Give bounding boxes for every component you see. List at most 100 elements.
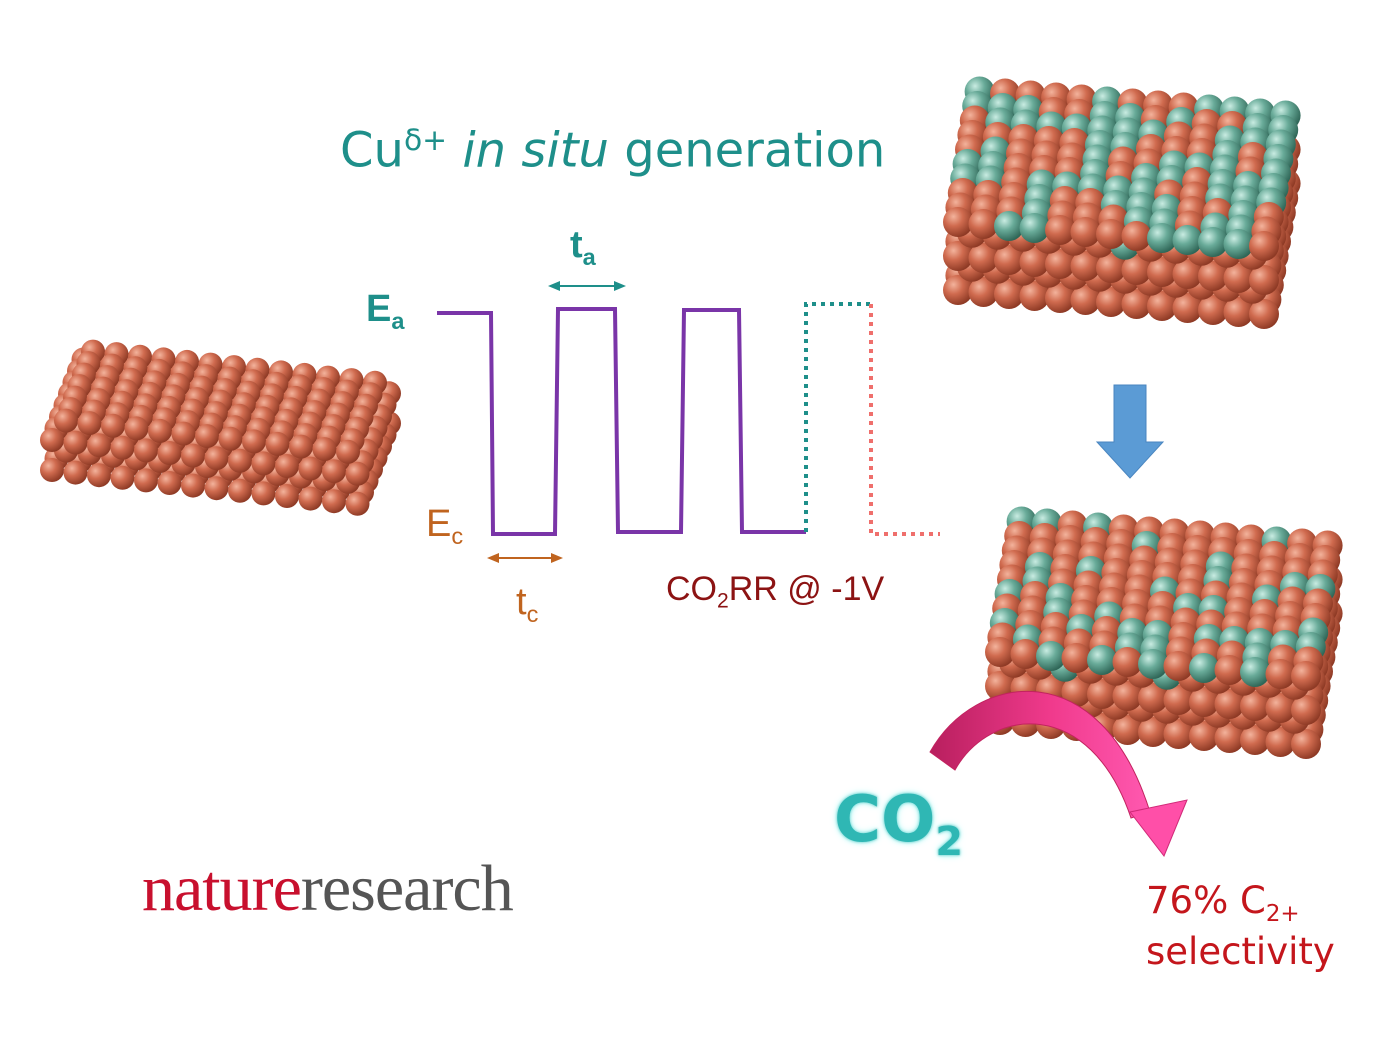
- copper-atom: [1070, 251, 1101, 281]
- copper-atom: [1265, 727, 1296, 757]
- copper-atom: [943, 275, 973, 305]
- copper-atom: [1138, 683, 1168, 713]
- reactant-sub: 2: [935, 818, 963, 865]
- anodic-time-label: ta: [570, 226, 596, 270]
- cathodic-time-arrow: [487, 553, 563, 563]
- anodic-time-arrow: [548, 281, 626, 291]
- title-rest: generation: [624, 122, 886, 179]
- copper-atom: [1019, 247, 1050, 277]
- copper-atom: [1045, 283, 1075, 313]
- copper-atom: [87, 433, 111, 458]
- copper-atom: [1198, 295, 1228, 325]
- copper-atom: [1045, 215, 1075, 245]
- copper-atom: [1249, 231, 1279, 261]
- copper-atom: [345, 461, 370, 486]
- copper-atom: [985, 637, 1015, 667]
- copper-atom: [134, 468, 158, 493]
- oxidized-atom: [1172, 225, 1203, 255]
- copper-atom: [1240, 725, 1270, 755]
- reactant-label: CO2: [834, 788, 963, 863]
- copper-atom: [1240, 691, 1270, 721]
- oxidized-atom: [994, 211, 1024, 241]
- copper-slab-partially-reduced: [985, 506, 1343, 759]
- copper-atom: [1214, 723, 1245, 753]
- oxidized-atom: [1189, 653, 1219, 683]
- copper-atom: [336, 439, 360, 464]
- copper-atom: [1087, 679, 1117, 709]
- copper-atom: [1189, 687, 1219, 717]
- copper-atom: [242, 429, 266, 454]
- copper-atom: [1189, 721, 1219, 751]
- copper-atom: [1045, 249, 1075, 279]
- anodic-potential-symbol: E: [366, 288, 392, 330]
- title-base: Cu: [340, 122, 404, 179]
- copper-atom: [134, 438, 158, 463]
- copper-atom: [1198, 261, 1228, 291]
- copper-atom: [1163, 685, 1194, 715]
- pulse-waveform: [437, 307, 806, 536]
- oxidized-atom: [1036, 641, 1066, 671]
- down-arrow: [1095, 384, 1165, 479]
- copper-atom: [312, 437, 337, 462]
- anodic-potential-sub: a: [391, 308, 405, 335]
- selectivity-product-sub: 2+: [1265, 901, 1300, 928]
- copper-atom: [124, 416, 149, 441]
- curved-arrow-head: [1129, 799, 1188, 857]
- copper-atom: [1061, 643, 1092, 673]
- copper-atom: [1112, 715, 1143, 745]
- copper-atom: [1010, 639, 1041, 669]
- operation-label: CO2RR @ -1V: [666, 572, 884, 611]
- copper-atom: [101, 413, 125, 438]
- selectivity-result: 76% C2+ selectivity: [1146, 878, 1335, 975]
- copper-atom: [943, 207, 973, 237]
- diagram-title: Cuδ+ in situ generation: [340, 123, 885, 175]
- logo-research: research: [300, 852, 514, 925]
- copper-atom: [1121, 289, 1152, 319]
- copper-atom: [1061, 677, 1092, 707]
- oxidized-atom: [1138, 649, 1168, 679]
- copper-atom: [181, 443, 205, 468]
- copper-atom: [110, 435, 135, 460]
- copper-atom: [1070, 285, 1101, 315]
- copper-atom: [1214, 655, 1245, 685]
- dotted-anodic-segment: [804, 302, 871, 532]
- cathodic-time-sub: c: [526, 601, 539, 628]
- copper-atom: [251, 481, 276, 506]
- cathodic-potential-sub: c: [451, 523, 464, 550]
- copper-atom: [204, 476, 229, 501]
- copper-atom: [1249, 299, 1279, 329]
- copper-atom: [157, 471, 182, 495]
- copper-atom: [289, 434, 313, 459]
- copper-atom: [1214, 689, 1245, 719]
- selectivity-line-1: 76% C2+: [1146, 878, 1335, 929]
- copper-atom: [148, 418, 172, 443]
- copper-atom: [1172, 293, 1203, 323]
- copper-atom: [54, 408, 78, 433]
- copper-atom: [322, 489, 346, 514]
- copper-atom: [968, 209, 999, 239]
- copper-atom: [1019, 281, 1050, 311]
- copper-atom: [63, 430, 88, 455]
- oxidized-atom: [1198, 227, 1228, 257]
- cathodic-time-label: tc: [516, 583, 538, 627]
- copper-atom: [218, 426, 243, 451]
- anodic-potential-label: Ea: [366, 290, 404, 334]
- copper-atom: [1265, 659, 1296, 689]
- copper-atom: [1291, 661, 1321, 691]
- copper-atom: [1163, 719, 1194, 749]
- copper-atom: [1163, 651, 1194, 681]
- copper-atom: [251, 451, 276, 476]
- copper-atom: [63, 460, 88, 485]
- copper-atom: [1291, 729, 1321, 759]
- copper-slab-oxidized: [943, 76, 1301, 329]
- copper-atom: [228, 478, 252, 503]
- copper-atom: [1121, 255, 1152, 285]
- copper-atom: [157, 441, 182, 465]
- copper-atom: [40, 428, 64, 452]
- title-superscript: δ+: [403, 123, 448, 158]
- copper-atom: [1070, 217, 1101, 247]
- copper-atom: [1112, 647, 1143, 677]
